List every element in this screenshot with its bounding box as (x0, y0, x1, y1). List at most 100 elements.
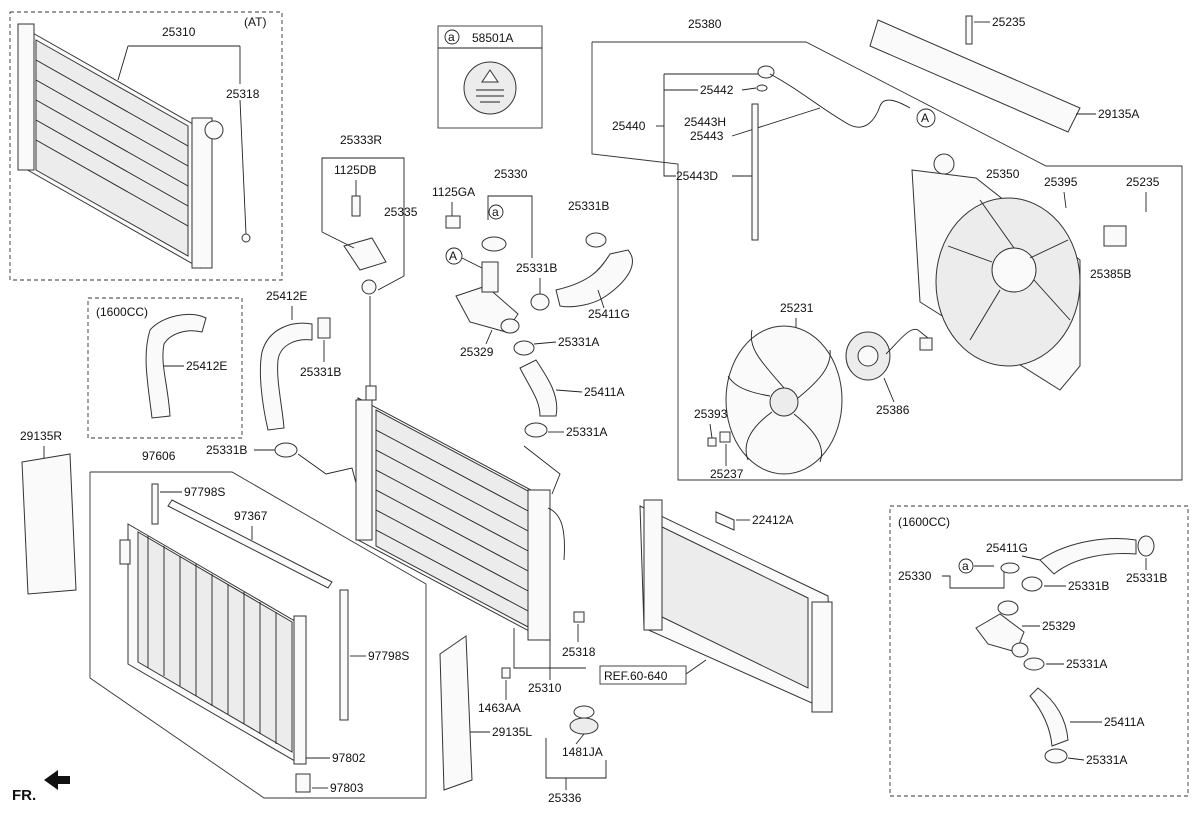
label-25395: 25395 (1044, 175, 1078, 189)
note-at: (AT) (244, 15, 266, 29)
label-97802: 97802 (332, 751, 366, 765)
hose-25411A (519, 359, 558, 417)
note-ref: REF.60-640 (604, 669, 668, 683)
callout-A2: A (921, 111, 929, 125)
label-25440: 25440 (612, 119, 646, 133)
bolt-25235-a (965, 15, 973, 45)
thermostat-housing-drawing (445, 215, 550, 356)
carrier-drawing (639, 499, 833, 713)
fan-motor-25386-drawing (845, 328, 933, 381)
label-25318-b: 25318 (562, 645, 596, 659)
label-25235-a: 25235 (992, 15, 1026, 29)
label-25331A-b: 25331A (566, 425, 607, 439)
label-r25329: 25329 (1042, 619, 1076, 633)
gasket-r25330 (1000, 562, 1020, 574)
thermostat-housing-r-drawing (975, 600, 1029, 658)
label-97367: 97367 (234, 509, 268, 523)
label-29135L: 29135L (492, 725, 532, 739)
label-25331B-a: 25331B (568, 199, 609, 213)
bracket-25335-drawing (343, 195, 387, 295)
label-25331B-d: 25331B (206, 443, 247, 457)
label-97803: 97803 (330, 781, 364, 795)
air-guard-29135R (21, 453, 77, 595)
hose-r25411A (1029, 687, 1069, 747)
label-25231: 25231 (780, 301, 814, 315)
air-guard-29135A (869, 19, 1081, 133)
label-25235-b: 25235 (1126, 175, 1160, 189)
mount-25336-drawing (569, 705, 599, 735)
clamp-r25331B-b (1137, 535, 1155, 557)
clip-1463AA (501, 667, 511, 679)
hose-25412E-a (145, 313, 207, 419)
clamp-r25331A-a (1023, 657, 1045, 671)
clamp-25331B-d (274, 442, 298, 458)
label-29135A: 29135A (1098, 107, 1139, 121)
label-97606: 97606 (142, 449, 176, 463)
label-25412E-a: 25412E (186, 359, 227, 373)
seal-97798S-b (339, 589, 349, 721)
callout-a2: a (962, 559, 969, 573)
label-25443D: 25443D (676, 169, 718, 183)
ref-box (599, 665, 687, 685)
label-25318-top: 25318 (226, 87, 260, 101)
label-1125GA: 1125GA (432, 185, 475, 199)
drier-97803-drawing (295, 773, 311, 793)
label-25331B-b: 25331B (516, 261, 557, 275)
label-25442: 25442 (700, 83, 734, 97)
hose-25411G (555, 249, 633, 308)
clip-25331B-c (317, 317, 331, 339)
label-25336: 25336 (548, 791, 582, 805)
label-25237: 25237 (710, 467, 744, 481)
note-cc-right: (1600CC) (898, 515, 950, 529)
label-25350: 25350 (986, 167, 1020, 181)
fan-group-frame (591, 41, 1183, 481)
condenser-drawing (119, 523, 307, 765)
cap-label-sticker-drawing (463, 61, 517, 115)
label-25380: 25380 (688, 17, 722, 31)
fan-shroud-25350-drawing (911, 153, 1081, 391)
label-1125DB: 1125DB (334, 163, 376, 177)
clamp-25331B-a (585, 232, 607, 248)
label-25310-top: 25310 (162, 25, 196, 39)
clamp-r25331B-a (1021, 576, 1043, 592)
label-r25331B-b: 25331B (1126, 571, 1167, 585)
label-97798S-b: 97798S (368, 649, 409, 663)
clamp-25331A-b (524, 422, 548, 438)
label-1481JA: 1481JA (562, 745, 603, 759)
label-25386: 25386 (876, 403, 910, 417)
note-fr: FR. (12, 787, 36, 804)
label-r25330: 25330 (898, 569, 932, 583)
label-29135R: 29135R (20, 429, 62, 443)
label-25335: 25335 (384, 205, 418, 219)
label-25329: 25329 (460, 345, 494, 359)
clamp-r25331A-b (1044, 748, 1068, 764)
plug-25318 (573, 611, 585, 623)
legend-box (437, 25, 543, 129)
label-1463AA: 1463AA (478, 701, 521, 715)
label-r25331B-a: 25331B (1068, 579, 1109, 593)
label-25331B-c: 25331B (300, 365, 341, 379)
note-cc-left: (1600CC) (96, 305, 148, 319)
label-r25411A: 25411A (1104, 715, 1144, 729)
condenser-group-frame (89, 471, 427, 799)
legend-letter: a (448, 30, 455, 44)
label-25443H: 25443H (684, 115, 726, 129)
label-25443: 25443 (690, 129, 724, 143)
label-25333R: 25333R (340, 133, 382, 147)
radiator-at-drawing (17, 23, 251, 269)
callout-a1: a (492, 205, 499, 219)
cc-left-box (87, 297, 243, 439)
label-25393: 25393 (694, 407, 728, 421)
hose-r25411G (1039, 538, 1137, 575)
seal-97798S-a (151, 483, 159, 525)
callout-A1: A (449, 249, 457, 263)
reservoir-hose-drawing (751, 65, 911, 241)
label-25330: 25330 (494, 167, 528, 181)
label-22412A: 22412A (752, 513, 793, 527)
label-25412E-b: 25412E (266, 289, 307, 303)
label-25331A-a: 25331A (558, 335, 599, 349)
label-97798S-a: 97798S (184, 485, 225, 499)
label-r25411G: 25411G (986, 541, 1028, 555)
cc-right-box (889, 505, 1189, 797)
label-25385B: 25385B (1090, 267, 1131, 281)
